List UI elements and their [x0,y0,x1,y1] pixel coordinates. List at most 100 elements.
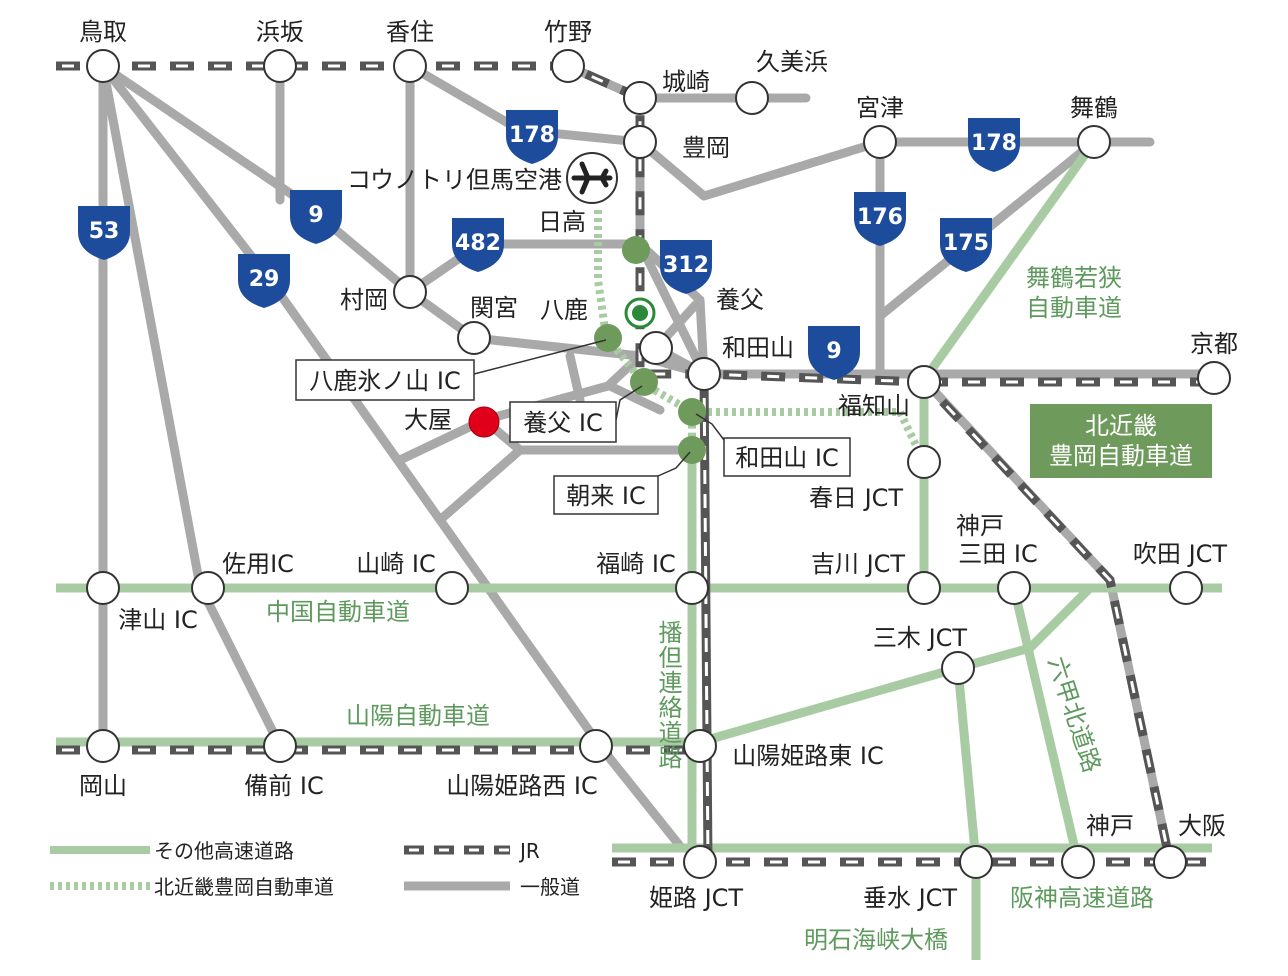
svg-text:城崎: 城崎 [662,68,710,96]
station-labels: 鳥取 浜坂 香住 竹野 城崎 久美浜 豊岡 宮津 舞鶴 コウノトリ但馬空港 日高… [79,18,1238,912]
svg-text:舞鶴: 舞鶴 [1070,94,1118,122]
node-yamasaki-ic [435,571,469,605]
route-29-shield: 29 [238,254,290,308]
svg-text:日高: 日高 [538,208,586,236]
destination-oya-marker [468,406,500,438]
svg-text:豊岡: 豊岡 [682,134,730,162]
ic-label-boxes: 八鹿氷ノ山 IC 養父 IC 和田山 IC 朝来 IC [295,339,851,515]
svg-text:312: 312 [663,253,709,278]
svg-text:阪神高速道路: 阪神高速道路 [1010,884,1154,912]
node-fukuchiyama [907,365,941,399]
node-tsuyama-ic [86,571,120,605]
svg-text:神戸: 神戸 [1086,812,1134,840]
node-suita-jct [1169,571,1203,605]
asago-ic-label: 朝来 IC [566,482,645,510]
node-wadayama-ic [678,398,706,426]
svg-text:中国自動車道: 中国自動車道 [266,598,410,626]
node-hamasaka [263,49,297,83]
svg-text:養父: 養父 [716,286,764,314]
node-kasuga-jct [907,445,941,479]
svg-text:178: 178 [971,131,1017,156]
svg-text:JR: JR [518,839,540,863]
node-kumihama [735,81,769,115]
node-himeji-higashi-ic [683,729,717,763]
svg-text:姫路 JCT: 姫路 JCT [649,884,743,912]
svg-text:佐用IC: 佐用IC [222,550,294,578]
svg-text:一般道: 一般道 [520,875,580,899]
node-kobe-sanda-ic [997,571,1031,605]
svg-text:京都: 京都 [1190,330,1238,358]
svg-text:浜坂: 浜坂 [256,18,304,46]
yabu-ic-box [509,401,617,443]
svg-text:垂水 JCT: 垂水 JCT [863,884,957,912]
svg-text:三田 IC: 三田 IC [958,540,1037,568]
node-kinosaki [623,81,657,115]
highway-labels: 中国自動車道 山陽自動車道 舞鶴若狭 自動車道 阪神高速道路 明石海峡大橋 六甲… [266,264,1154,954]
svg-text:自動車道: 自動車道 [1026,294,1122,322]
legend: その他高速道路 北近畿豊岡自動車道 JR 一般道 [50,839,580,899]
route-178-shield-east: 178 [968,118,1020,172]
node-miki-jct [941,651,975,685]
svg-text:その他高速道路: その他高速道路 [154,839,294,863]
node-osaka [1153,845,1187,879]
svg-text:9: 9 [308,203,323,228]
route-53-shield: 53 [78,206,130,260]
svg-text:春日 JCT: 春日 JCT [809,484,903,512]
node-fukusaki-ic [675,571,709,605]
svg-text:舞鶴若狭: 舞鶴若狭 [1026,264,1122,292]
yabu-ic-label: 養父 IC [523,409,602,437]
node-yabu [639,331,673,365]
svg-text:山陽姫路西 IC: 山陽姫路西 IC [446,772,597,800]
svg-text:久美浜: 久美浜 [756,48,828,76]
node-himeji-nishi-ic [579,729,613,763]
svg-text:482: 482 [455,231,501,256]
node-yoka-station [624,297,656,329]
bantan-label: 播但連絡道路 [654,620,682,770]
svg-text:9: 9 [826,339,841,364]
node-himeji-jct [683,845,717,879]
svg-text:北近畿: 北近畿 [1085,412,1157,440]
node-muraoka [393,275,427,309]
airport-icon [566,152,618,204]
svg-text:大阪: 大阪 [1178,812,1226,840]
route-482-shield: 482 [452,218,504,272]
route-312-shield: 312 [660,240,712,294]
yoka-hyonosen-ic-label: 八鹿氷ノ山 IC [309,367,460,395]
svg-text:176: 176 [857,205,903,230]
node-kasumi [393,49,427,83]
node-yokawa-jct [907,571,941,605]
node-sayo-ic [191,571,225,605]
wadayama-ic-box [723,437,851,477]
svg-text:175: 175 [943,231,989,256]
svg-text:鳥取: 鳥取 [79,18,127,46]
svg-text:吉川 JCT: 吉川 JCT [811,550,905,578]
svg-text:香住: 香住 [386,18,434,46]
svg-text:関宮: 関宮 [470,294,518,322]
node-tarumi-jct [959,845,993,879]
svg-text:北近畿豊岡自動車道: 北近畿豊岡自動車道 [154,875,334,899]
node-kyoto [1197,361,1231,395]
svg-text:大屋: 大屋 [404,406,452,434]
svg-text:八鹿: 八鹿 [540,296,588,324]
asago-ic-box [553,475,659,515]
svg-text:山陽姫路東 IC: 山陽姫路東 IC [732,742,883,770]
node-miyazu [863,125,897,159]
node-okayama [86,729,120,763]
node-bizen-ic [263,729,297,763]
svg-text:53: 53 [89,219,120,244]
svg-text:村岡: 村岡 [340,286,388,314]
svg-text:竹野: 竹野 [544,18,592,46]
node-hidaka-ic [622,236,650,264]
kitakinki-label-box: 北近畿 豊岡自動車道 [1030,404,1212,478]
svg-text:和田山: 和田山 [722,334,794,362]
svg-text:福知山: 福知山 [838,392,910,420]
yoka-hyonosen-ic-box [295,359,475,401]
route-176-shield: 176 [854,192,906,246]
route-9-shield-east: 9 [808,326,860,380]
svg-text:178: 178 [509,123,555,148]
svg-text:三木 JCT: 三木 JCT [873,624,967,652]
svg-text:津山 IC: 津山 IC [118,606,197,634]
node-kobe [1061,845,1095,879]
svg-text:備前 IC: 備前 IC [244,772,323,800]
